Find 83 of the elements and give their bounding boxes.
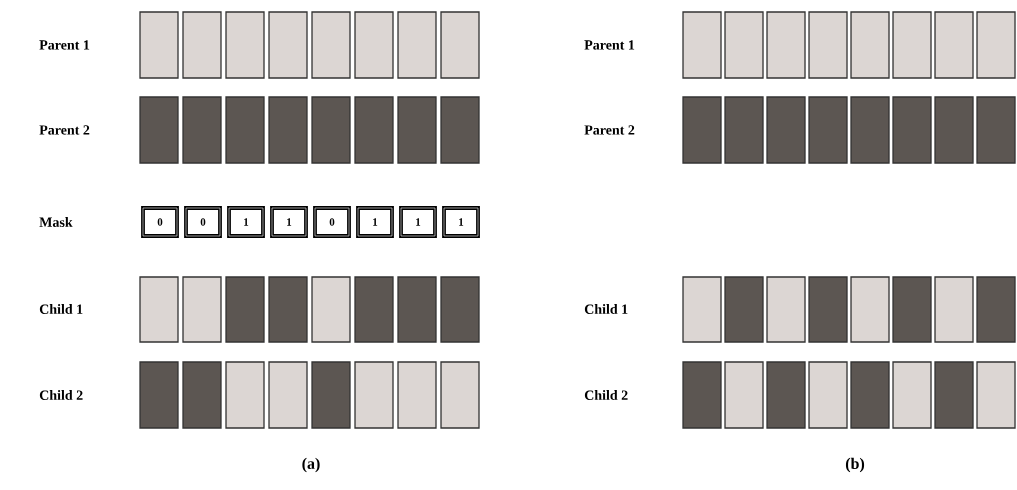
gene-cell — [976, 11, 1016, 79]
gene-cell — [440, 276, 480, 343]
mask-cell: 0 — [141, 206, 179, 238]
gene-cell — [268, 11, 308, 79]
row-label: Child 2 — [584, 390, 628, 400]
gene-cell — [682, 96, 722, 164]
gene-cell — [766, 11, 806, 79]
gene-cell — [724, 361, 764, 429]
gene-cell — [976, 276, 1016, 343]
gene-cell — [354, 361, 394, 429]
row-label: Parent 1 — [584, 40, 635, 50]
gene-cell — [225, 11, 265, 79]
gene-cell — [440, 11, 480, 79]
gene-cell — [311, 11, 351, 79]
gene-cell — [440, 361, 480, 429]
gene-cell — [976, 361, 1016, 429]
gene-cell — [766, 276, 806, 343]
gene-cell — [311, 276, 351, 343]
gene-cell — [892, 96, 932, 164]
gene-cell — [397, 361, 437, 429]
gene-cell — [354, 276, 394, 343]
gene-cell — [182, 11, 222, 79]
gene-cell — [808, 276, 848, 343]
mask-cell: 1 — [399, 206, 437, 238]
gene-cell — [139, 11, 179, 79]
mask-cell: 1 — [227, 206, 265, 238]
gene-cell — [311, 361, 351, 429]
gene-cell — [850, 11, 890, 79]
row-label: Parent 2 — [584, 125, 635, 135]
gene-cell — [808, 96, 848, 164]
gene-cell — [934, 96, 974, 164]
gene-cell — [808, 11, 848, 79]
gene-cell — [808, 361, 848, 429]
gene-cell — [397, 96, 437, 164]
gene-cell — [268, 96, 308, 164]
gene-cell — [850, 96, 890, 164]
mask-cell: 1 — [270, 206, 308, 238]
gene-cell — [397, 11, 437, 79]
gene-cell — [850, 361, 890, 429]
gene-cell — [892, 361, 932, 429]
gene-cell — [934, 276, 974, 343]
row-label: Mask — [39, 217, 73, 227]
gene-cell — [724, 96, 764, 164]
gene-cell — [724, 276, 764, 343]
gene-cell — [182, 96, 222, 164]
gene-cell — [934, 11, 974, 79]
row-label: Child 1 — [584, 304, 628, 314]
gene-cell — [139, 361, 179, 429]
gene-cell — [976, 96, 1016, 164]
gene-cell — [682, 276, 722, 343]
gene-cell — [182, 276, 222, 343]
gene-cell — [139, 96, 179, 164]
mask-cell: 1 — [356, 206, 394, 238]
panel-label: (a) — [302, 457, 320, 473]
mask-cell: 1 — [442, 206, 480, 238]
mask-cell: 0 — [184, 206, 222, 238]
mask-cell: 0 — [313, 206, 351, 238]
gene-cell — [682, 11, 722, 79]
gene-cell — [766, 361, 806, 429]
gene-cell — [182, 361, 222, 429]
row-label: Parent 2 — [39, 125, 90, 135]
gene-cell — [225, 361, 265, 429]
gene-cell — [850, 276, 890, 343]
gene-cell — [225, 96, 265, 164]
gene-cell — [397, 276, 437, 343]
gene-cell — [892, 276, 932, 343]
gene-cell — [311, 96, 351, 164]
gene-cell — [440, 96, 480, 164]
gene-cell — [766, 96, 806, 164]
gene-cell — [354, 11, 394, 79]
gene-cell — [268, 276, 308, 343]
gene-cell — [724, 11, 764, 79]
gene-cell — [139, 276, 179, 343]
gene-cell — [225, 276, 265, 343]
row-label: Child 1 — [39, 304, 83, 314]
row-label: Child 2 — [39, 390, 83, 400]
gene-cell — [354, 96, 394, 164]
panel-label: (b) — [845, 457, 865, 473]
gene-cell — [934, 361, 974, 429]
gene-cell — [682, 361, 722, 429]
gene-cell — [268, 361, 308, 429]
gene-cell — [892, 11, 932, 79]
row-label: Parent 1 — [39, 40, 90, 50]
